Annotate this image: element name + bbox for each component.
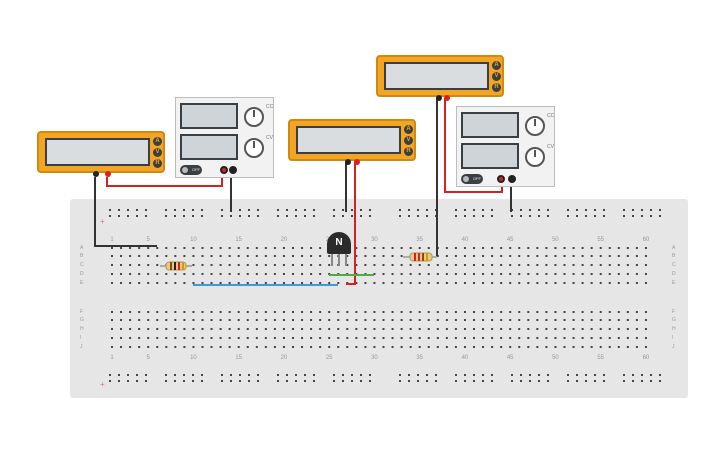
switch-label: OFF — [473, 176, 481, 181]
transistor-label: N — [335, 237, 343, 248]
ohms-button[interactable]: R — [404, 147, 413, 156]
row-letter: G — [80, 317, 84, 323]
column-number: 35 — [416, 355, 424, 361]
probe-jack-red[interactable] — [444, 95, 450, 101]
rail-plus-marker: + — [100, 380, 105, 389]
column-number: 10 — [190, 355, 197, 361]
negative-terminal[interactable] — [229, 166, 237, 174]
column-number: 20 — [280, 355, 288, 361]
column-number: 55 — [597, 355, 605, 361]
multimeter-top[interactable]: A V R — [376, 55, 504, 101]
current-knob[interactable] — [244, 138, 264, 158]
voltage-knob[interactable] — [244, 107, 264, 127]
row-letter: C — [80, 262, 84, 268]
voltage-knob[interactable] — [525, 116, 545, 136]
knob-label-cc: CC — [547, 113, 555, 119]
knob-label-cv: CV — [266, 135, 273, 141]
multimeter-display — [384, 62, 489, 90]
positive-terminal[interactable] — [220, 166, 228, 174]
row-letter: J — [80, 344, 83, 350]
voltage-display — [180, 103, 238, 129]
column-number: 50 — [552, 237, 559, 243]
probe-jack-black[interactable] — [436, 95, 442, 101]
column-number: 30 — [371, 355, 378, 361]
ohms-button[interactable]: R — [492, 83, 501, 92]
column-number: 25 — [325, 355, 333, 361]
positive-terminal[interactable] — [497, 175, 505, 183]
column-number: 60 — [642, 237, 650, 243]
breadboard-holes: ++ — [100, 209, 661, 389]
breadboard[interactable]: ++ — [70, 199, 688, 398]
volts-button[interactable]: V — [492, 72, 501, 81]
multimeter-middle[interactable]: A V R — [288, 119, 416, 165]
power-supply-right[interactable]: CC CV OFF — [456, 106, 555, 187]
column-number: 20 — [280, 237, 288, 243]
row-letter: D — [672, 271, 676, 277]
multimeter-left[interactable]: A V R — [37, 131, 165, 177]
row-letter: F — [80, 309, 84, 315]
row-letter: H — [80, 326, 84, 332]
column-number: 40 — [461, 237, 469, 243]
amps-button[interactable]: A — [404, 125, 413, 134]
row-letter: I — [672, 335, 674, 341]
ohms-button[interactable]: R — [153, 159, 162, 168]
row-letter: F — [672, 309, 676, 315]
npn-transistor[interactable]: N — [327, 232, 351, 266]
column-number: 1 — [110, 237, 114, 243]
row-letter: G — [672, 317, 676, 323]
column-number: 45 — [506, 237, 514, 243]
row-letter: I — [80, 335, 82, 341]
multimeter-display — [296, 126, 401, 154]
rail-plus-marker: + — [100, 217, 105, 226]
volts-button[interactable]: V — [153, 148, 162, 157]
column-number: 60 — [642, 355, 650, 361]
multimeter-display — [45, 138, 150, 166]
column-number: 10 — [190, 237, 197, 243]
current-display — [461, 143, 519, 169]
row-letter: D — [80, 271, 84, 277]
column-number: 5 — [146, 237, 150, 243]
row-letter: E — [80, 280, 84, 286]
row-letter: A — [80, 245, 84, 251]
column-number: 1 — [110, 355, 114, 361]
amps-button[interactable]: A — [492, 61, 501, 70]
column-number: 50 — [552, 355, 559, 361]
row-letter: H — [672, 326, 676, 332]
row-letter: C — [672, 262, 676, 268]
probe-jack-red[interactable] — [354, 159, 360, 165]
volts-button[interactable]: V — [404, 136, 413, 145]
row-letter: A — [672, 245, 676, 251]
current-knob[interactable] — [525, 147, 545, 167]
column-number: 40 — [461, 355, 469, 361]
power-supply-left[interactable]: CC CV OFF — [175, 97, 274, 178]
row-letter: B — [672, 253, 676, 259]
row-letter: E — [672, 280, 676, 286]
power-switch[interactable]: OFF — [180, 165, 202, 175]
column-number: 30 — [371, 237, 378, 243]
amps-button[interactable]: A — [153, 137, 162, 146]
knob-label-cv: CV — [547, 144, 554, 150]
column-number: 5 — [146, 355, 150, 361]
column-number: 35 — [416, 237, 424, 243]
switch-label: OFF — [192, 167, 200, 172]
column-number: 15 — [235, 355, 243, 361]
knob-label-cc: CC — [266, 104, 274, 110]
probe-jack-red[interactable] — [105, 171, 111, 177]
column-number: 45 — [506, 355, 514, 361]
current-display — [180, 134, 238, 160]
voltage-display — [461, 112, 519, 138]
negative-terminal[interactable] — [508, 175, 516, 183]
power-switch[interactable]: OFF — [461, 174, 483, 184]
row-letter: J — [672, 344, 675, 350]
probe-jack-black[interactable] — [345, 159, 351, 165]
probe-jack-black[interactable] — [93, 171, 99, 177]
row-letter: B — [80, 253, 84, 259]
column-number: 15 — [235, 237, 243, 243]
column-number: 55 — [597, 237, 605, 243]
